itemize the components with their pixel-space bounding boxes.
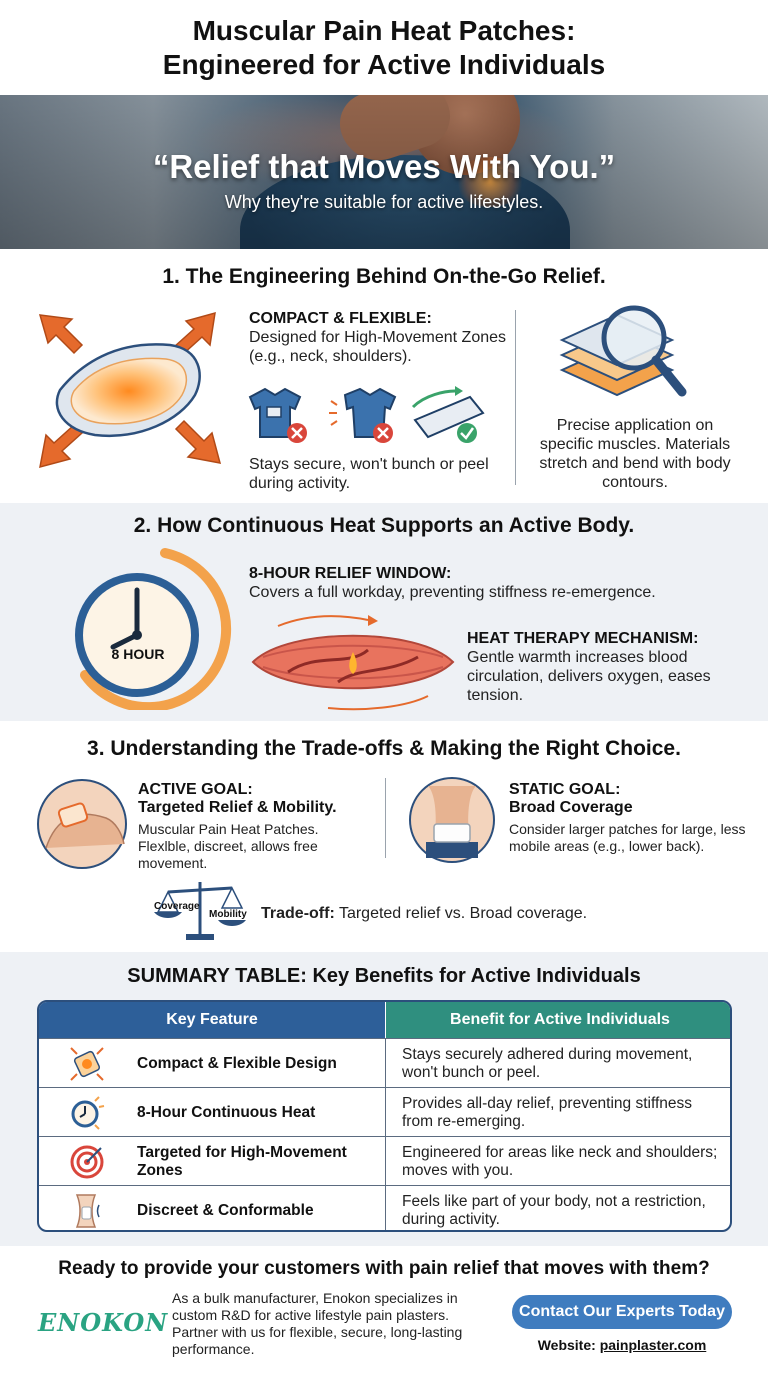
- summary-heading: SUMMARY TABLE: Key Benefits for Active I…: [127, 965, 641, 987]
- secure-text: Stays secure, won't bunch or peel during…: [249, 456, 489, 492]
- cta-text: As a bulk manufacturer, Enokon specializ…: [172, 1290, 463, 1357]
- tradeoff-line: Trade-off: Targeted relief vs. Broad cov…: [261, 904, 681, 923]
- active-sub: Targeted Relief & Mobility.: [138, 799, 337, 816]
- feature-cell: Discreet & Conformable: [137, 1201, 314, 1219]
- summary-table: Key Feature Benefit for Active Individua…: [37, 1000, 732, 1232]
- compact-text: Designed for High-Movement Zones (e.g., …: [249, 329, 507, 365]
- target-icon: [70, 1145, 104, 1179]
- pain-glow: [455, 157, 525, 207]
- title-line-2: Engineered for Active Individuals: [162, 49, 606, 80]
- scale-left-label: Coverage: [154, 901, 200, 912]
- section2-heading: 2. How Continuous Heat Supports an Activ…: [133, 514, 635, 537]
- shoulder-patch-icon: [37, 779, 127, 869]
- body-patch-icon: [75, 1194, 100, 1228]
- feature-cell: Targeted for High-Movement Zones: [137, 1143, 347, 1179]
- patch-icon: [70, 1047, 104, 1081]
- bunched-shirt-icon: [248, 387, 307, 443]
- section1-heading: 1. The Engineering Behind On-the-Go Reli…: [162, 265, 606, 288]
- contact-experts-button[interactable]: Contact Our Experts Today: [512, 1295, 732, 1329]
- clock-sun-icon: [71, 1096, 105, 1130]
- website-line: Website: painplaster.com: [512, 1337, 732, 1353]
- divider: [515, 310, 516, 485]
- active-label: ACTIVE GOAL:: [138, 781, 253, 798]
- hero-quote: “Relief that Moves With You.”: [152, 148, 616, 185]
- table-row: Compact & Flexible Design Stays securely…: [39, 1038, 730, 1088]
- section3-heading: 3. Understanding the Trade-offs & Making…: [87, 737, 681, 760]
- tradeoff-text: Targeted relief vs. Broad coverage.: [338, 905, 588, 922]
- mech-text: Gentle warmth increases blood circulatio…: [467, 649, 711, 704]
- benefit-cell: Engineered for areas like neck and shoul…: [402, 1143, 718, 1179]
- col-header-feature: Key Feature: [39, 1002, 385, 1038]
- precise-text: Precise application on specific muscles.…: [539, 417, 731, 491]
- peeling-shirt-icon: [329, 387, 397, 443]
- title-line-1: Muscular Pain Heat Patches:: [192, 15, 576, 46]
- benefit-cell: Provides all-day relief, preventing stif…: [402, 1094, 693, 1130]
- feature-cell: Compact & Flexible Design: [137, 1054, 337, 1072]
- static-text: Consider larger patches for large, less …: [509, 821, 746, 854]
- clock-icon: [75, 548, 232, 710]
- scale-right-label: Mobility: [209, 909, 247, 920]
- mech-label: HEAT THERAPY MECHANISM:: [467, 630, 699, 647]
- table-row: Discreet & Conformable Feels like part o…: [39, 1185, 730, 1230]
- hero-subtitle: Why they're suitable for active lifestyl…: [224, 192, 544, 212]
- hero-image: [0, 95, 768, 249]
- page-title: Muscular Pain Heat Patches: Engineered f…: [0, 14, 768, 82]
- static-label: STATIC GOAL:: [509, 781, 621, 798]
- window-text: Covers a full workday, preventing stiffn…: [249, 584, 656, 601]
- website-label: Website:: [537, 1337, 596, 1353]
- secure-patch-icon: [411, 386, 485, 443]
- cta-heading: Ready to provide your customers with pai…: [58, 1258, 710, 1279]
- benefit-cell: Stays securely adhered during movement, …: [402, 1045, 693, 1081]
- tradeoff-label: Trade-off:: [261, 905, 335, 922]
- window-label: 8-HOUR RELIEF WINDOW:: [249, 565, 452, 582]
- table-row: 8-Hour Continuous Heat Provides all-day …: [39, 1087, 730, 1137]
- clock-label: 8 HOUR: [111, 646, 165, 662]
- balance-scale-icon: [154, 882, 246, 940]
- divider: [385, 778, 386, 858]
- shirt-comparison-icons: [248, 386, 485, 443]
- muscle-heat-icon: [251, 615, 455, 711]
- active-text: Muscular Pain Heat Patches. Flexlble, di…: [138, 821, 319, 871]
- table-row: Targeted for High-Movement Zones Enginee…: [39, 1136, 730, 1186]
- benefit-cell: Feels like part of your body, not a rest…: [402, 1192, 706, 1228]
- flexible-patch-icon: [38, 311, 222, 469]
- magnifier-layers-icon: [559, 305, 687, 397]
- feature-cell: 8-Hour Continuous Heat: [137, 1103, 316, 1121]
- compact-label: COMPACT & FLEXIBLE:: [249, 310, 432, 327]
- col-header-benefit: Benefit for Active Individuals: [386, 1002, 730, 1038]
- static-sub: Broad Coverage: [509, 799, 633, 816]
- enokon-logo: ENOKON: [38, 1308, 169, 1337]
- website-link[interactable]: painplaster.com: [599, 1337, 707, 1353]
- lower-back-patch-icon: [409, 777, 495, 863]
